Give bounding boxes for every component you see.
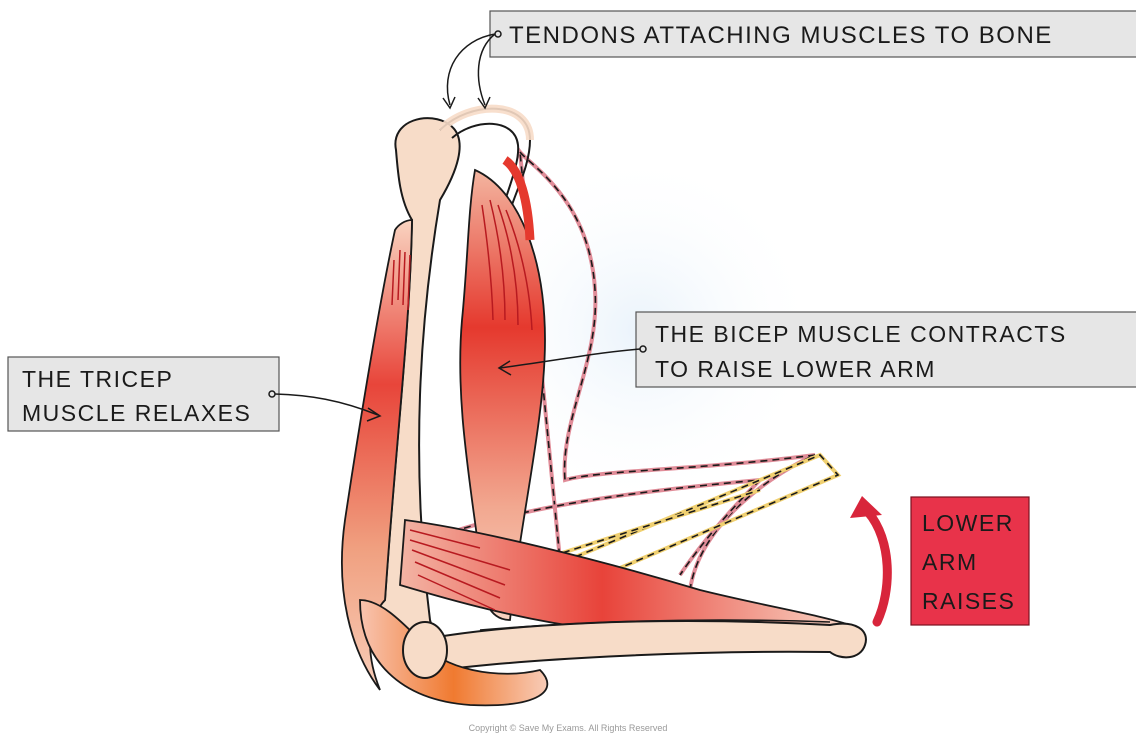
tendons-callout: TENDONS ATTACHING MUSCLES TO BONE	[443, 11, 1136, 108]
tendons-label: TENDONS ATTACHING MUSCLES TO BONE	[509, 22, 1053, 49]
lower-arm-raises-callout: LOWER ARM RAISES	[911, 497, 1029, 625]
tricep-callout: THE TRICEP MUSCLE RELAXES	[8, 357, 380, 431]
bicep-label-line1: THE BICEP MUSCLE CONTRACTS	[655, 321, 1067, 347]
forearm-bones	[420, 620, 866, 670]
raise-label-line1: LOWER	[922, 510, 1014, 536]
bicep-label-line2: TO RAISE LOWER ARM	[655, 356, 936, 382]
raise-label-line2: ARM	[922, 549, 978, 575]
tricep-label-line2: MUSCLE RELAXES	[22, 400, 251, 426]
raise-arrow	[850, 496, 887, 622]
copyright-notice: Copyright © Save My Exams. All Rights Re…	[0, 723, 1136, 733]
tricep-label-line1: THE TRICEP	[22, 366, 173, 392]
tendons-arrow-left	[447, 34, 495, 105]
raise-label-line3: RAISES	[922, 588, 1015, 614]
